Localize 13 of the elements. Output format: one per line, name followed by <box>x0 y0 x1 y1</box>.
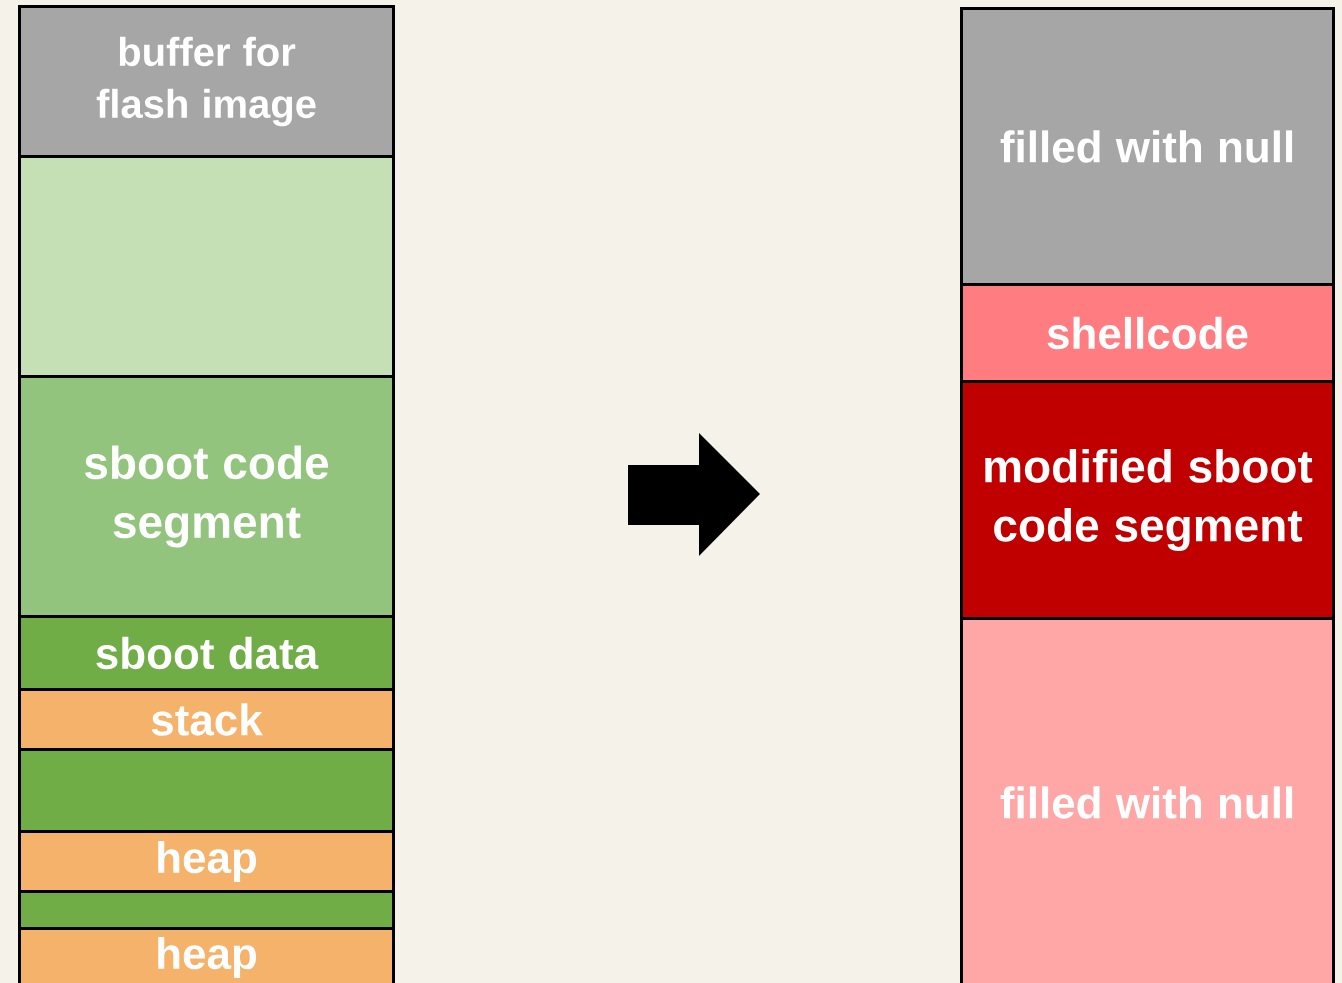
memory-block <box>18 748 395 833</box>
memory-segment: filled with null <box>960 617 1335 983</box>
memory-segment: filled with null <box>960 7 1335 286</box>
memory-segment: heap <box>18 927 395 983</box>
memory-segment: sboot code segment <box>18 375 395 618</box>
memory-block <box>18 890 395 930</box>
memory-segment: buffer for flash image <box>18 5 395 158</box>
memory-block <box>18 155 395 378</box>
memory-segment: heap <box>18 830 395 893</box>
memory-segment: modified sboot code segment <box>960 380 1335 620</box>
memory-segment: sboot data <box>18 615 395 691</box>
memory-segment: shellcode <box>960 283 1335 383</box>
memory-segment: stack <box>18 688 395 751</box>
